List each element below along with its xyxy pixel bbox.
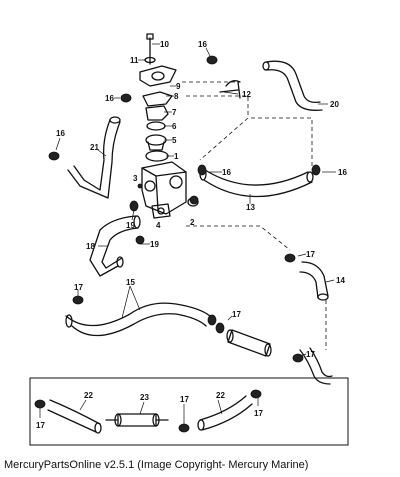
callout-1: 1 (174, 152, 179, 161)
parts-exploded-diagram: 10 11 9 8 7 6 5 1 3 2 4 12 16 16 16 16 1… (29, 33, 349, 446)
callout-17-inset-left: 17 (36, 421, 45, 430)
callout-9: 9 (176, 82, 181, 91)
callout-13: 13 (246, 203, 255, 212)
callout-15: 15 (126, 278, 135, 287)
callout-6: 6 (172, 122, 177, 131)
callout-16-left: 16 (105, 94, 114, 103)
callout-numbers: 10 11 9 8 7 6 5 1 3 2 4 12 16 16 16 16 1… (36, 40, 347, 430)
image-caption: MercuryPartsOnline v2.5.1 (Image Copyrig… (4, 459, 309, 471)
callout-17-inset-right: 17 (254, 409, 263, 418)
callout-21: 21 (90, 143, 99, 152)
callout-22-inset-left: 22 (84, 391, 93, 400)
callout-11: 11 (130, 56, 139, 65)
callout-22-inset-right: 22 (216, 391, 225, 400)
callout-16-mid: 16 (222, 168, 231, 177)
callout-17-center: 17 (232, 310, 241, 319)
callout-10: 10 (160, 40, 169, 49)
callout-16-far-left: 16 (56, 129, 65, 138)
callout-16-top: 16 (198, 40, 207, 49)
callout-8: 8 (174, 92, 179, 101)
callout-17-left: 17 (74, 283, 83, 292)
callout-3: 3 (133, 174, 138, 183)
callout-19-lower: 19 (150, 240, 159, 249)
callout-4: 4 (156, 221, 161, 230)
routing-dashed-lines (182, 81, 327, 350)
callout-17-lower-right: 17 (306, 350, 315, 359)
inset-alternate-parts (29, 377, 349, 446)
callout-16-right: 16 (338, 168, 347, 177)
leader-lines (39, 43, 336, 424)
callout-18: 18 (86, 242, 95, 251)
callout-7: 7 (172, 108, 177, 117)
thermostat-housing-assembly (137, 33, 199, 219)
hose-clamps (48, 55, 321, 363)
callout-2: 2 (190, 218, 195, 227)
callout-17-right-top: 17 (306, 250, 315, 259)
callout-12: 12 (242, 90, 251, 99)
hoses (65, 60, 333, 385)
callout-23: 23 (140, 393, 149, 402)
callout-20: 20 (330, 100, 339, 109)
callout-17-inset-mid: 17 (180, 395, 189, 404)
callout-5: 5 (172, 136, 177, 145)
callout-14: 14 (336, 276, 345, 285)
callout-19-left: 19 (126, 221, 135, 230)
